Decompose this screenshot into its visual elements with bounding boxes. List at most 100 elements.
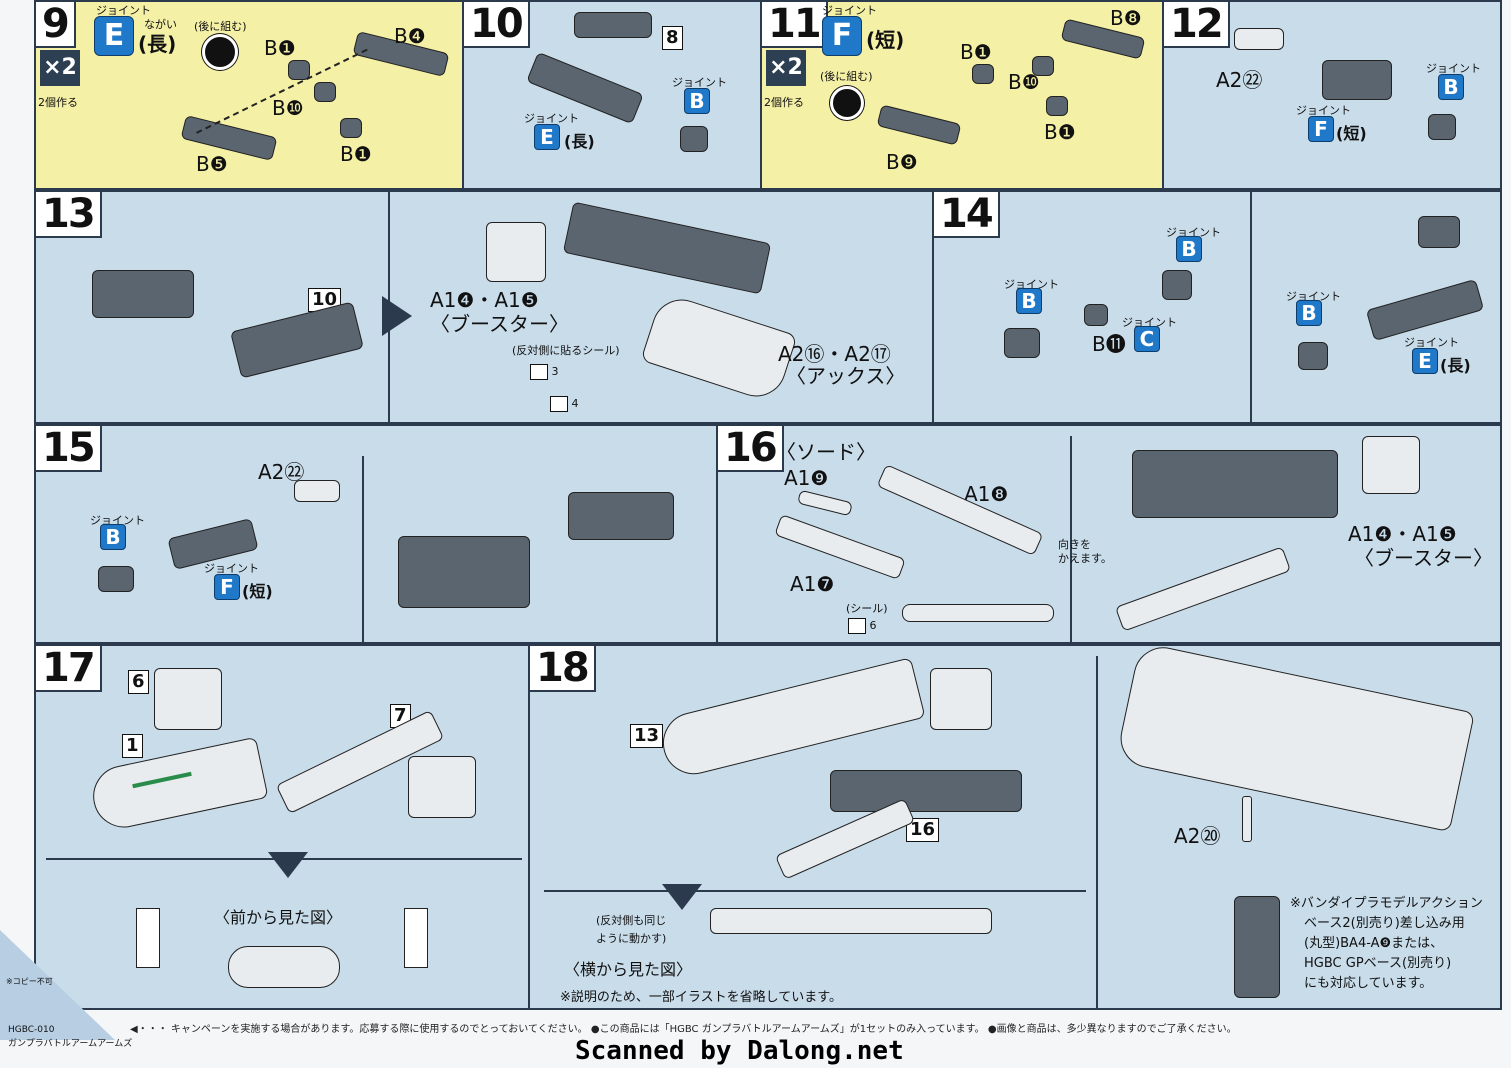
- part-label-b8: B❽: [1110, 6, 1142, 30]
- step-number: 16: [718, 426, 784, 472]
- joint-letter-b2: B: [1016, 288, 1042, 314]
- part-label-a17: A1❼: [790, 572, 835, 596]
- part-a222: [294, 480, 340, 502]
- step-number: 9: [36, 2, 76, 48]
- sword-label: 〈ソード〉: [776, 440, 876, 464]
- scanned-by: Scanned by Dalong.net: [575, 1036, 904, 1066]
- step-16-panel: 16 〈ソード〉 A1❾ A1❽ A1❼ (シール) 6 向きを かえます。 A…: [716, 424, 1502, 644]
- step-12-panel: 12 A2㉒ ジョイント B ジョイント F (短): [1162, 0, 1502, 190]
- part-label-b1: B❶: [960, 40, 992, 64]
- joint-letter-b3: B: [1296, 300, 1322, 326]
- side-view-label: 〈横から見た図〉: [564, 960, 693, 979]
- size-f: (短): [242, 582, 273, 601]
- contents-note: ●この商品には「HGBC ガンプラバトルアームアームズ」が1セットのみ入っていま…: [590, 1024, 985, 1035]
- part-b9: [876, 104, 962, 146]
- part-label-a220: A2⑳: [1174, 824, 1221, 848]
- step-15-panel: 15 A2㉒ ジョイント B ジョイント F (短): [34, 424, 718, 644]
- part-a18: [876, 464, 1044, 556]
- size-e: (長): [564, 132, 595, 151]
- joint-letter-f: F: [1308, 116, 1334, 142]
- part-booster-6: [154, 668, 222, 730]
- base-note-1: ※バンダイプラモデルアクション: [1290, 896, 1483, 911]
- part-fighter-13: [656, 657, 926, 781]
- part-b11: [1084, 304, 1108, 326]
- arrow-down-icon: [268, 852, 308, 878]
- step-number: 13: [36, 192, 102, 238]
- joint-letter-e: E: [1412, 348, 1438, 374]
- panel-divider: [1096, 656, 1098, 1008]
- part-arm-e: [1365, 278, 1485, 342]
- multiplier-badge: ×2: [40, 50, 80, 86]
- joint-label-1: ジョイント: [1166, 226, 1221, 239]
- part-full-assembly: [1115, 646, 1475, 833]
- booster-label: 〈ブースター〉: [430, 312, 569, 336]
- part-front-body: [228, 946, 340, 988]
- part-arm-10: [230, 301, 364, 379]
- part-joint-b1: [1162, 270, 1192, 300]
- part-label-b11: B⓫: [1092, 332, 1126, 356]
- multiplier-badge: ×2: [766, 50, 806, 86]
- part-label-b10: B❿: [1008, 70, 1040, 94]
- part-arm-assembly: [398, 536, 530, 608]
- arrow-down-icon: [662, 884, 702, 910]
- joint-letter-b: B: [100, 524, 126, 550]
- joint-label-f: ジョイント: [1296, 104, 1351, 117]
- part-side-view: [710, 908, 992, 934]
- part-label-a222: A2㉒: [1216, 68, 1263, 92]
- base-note-3: (丸型)BA4-A❾または、: [1304, 936, 1444, 951]
- turn-note-1: 向きを: [1058, 538, 1091, 551]
- part-label-b10: B❿: [272, 96, 304, 120]
- product-name: ガンプラバトルアームアームズ: [8, 1039, 133, 1049]
- axe-parts: A2⑯・A2⑰: [778, 342, 891, 366]
- sticker-note: (反対側に貼るシール): [512, 344, 620, 357]
- step-number: 11: [762, 2, 828, 48]
- part-booster: [486, 222, 546, 282]
- side-note-1: (反対側も同じ: [596, 914, 667, 927]
- part-b1-b: [1046, 96, 1068, 116]
- part-a17: [774, 514, 906, 580]
- step-17-panel: 17 6 1 7 〈前から見た図〉: [34, 644, 530, 1010]
- joint-label-b: ジョイント: [1426, 62, 1481, 75]
- joint-letter: E: [94, 16, 134, 56]
- step-number: 18: [530, 646, 596, 692]
- thruster-left-icon: [136, 908, 160, 968]
- turn-note-2: かえます。: [1058, 552, 1112, 565]
- axe-label: 〈アックス〉: [786, 364, 906, 388]
- part-booster-7: [408, 756, 476, 818]
- part-joint-b: [98, 566, 134, 592]
- part-joint-assembly: [92, 270, 194, 318]
- joint-letter-b1: B: [1176, 236, 1202, 262]
- part-a222: [1234, 28, 1284, 50]
- ref-number-1: 1: [122, 734, 143, 758]
- joint-label-4: ジョイント: [1286, 290, 1341, 303]
- side-note-2: ように動かす): [596, 932, 667, 945]
- base-note-5: にも対応しています。: [1304, 976, 1433, 991]
- front-view-label: 〈前から見た図〉: [214, 908, 343, 927]
- step-13-panel: 13 10 A1❹・A1❺ 〈ブースター〉 A2⑯・A2⑰ 〈アックス〉 (反対…: [34, 190, 934, 424]
- part-seal: [902, 604, 1054, 622]
- joint-label-b: ジョイント: [672, 76, 727, 89]
- part-joint-b3: [1298, 342, 1328, 370]
- step-number: 10: [464, 2, 530, 48]
- part-label-b1: B❶: [264, 36, 296, 60]
- omit-note: ※説明のため、一部イラストを省略しています。: [560, 990, 842, 1005]
- footer-notes: ◀・・・ キャンペーンを実施する場合があります。応募する際に使用するのでとってお…: [130, 1020, 1237, 1035]
- part-arm-assembly: [1132, 450, 1338, 518]
- later-note: (後に組む): [820, 70, 873, 83]
- size-label: (長): [138, 32, 177, 56]
- joint-label: ジョイント: [96, 4, 151, 17]
- part-action-base: [1234, 896, 1280, 998]
- size-ruby: ながい: [144, 18, 177, 31]
- make-count: 2個作る: [764, 96, 804, 109]
- part-axe: [640, 291, 798, 405]
- sticker-icon: [530, 364, 548, 380]
- step-number: 17: [36, 646, 102, 692]
- image-note: ●画像と商品は、多少異なりますのでご了承ください。: [987, 1024, 1237, 1035]
- part-arm-16: [830, 770, 1022, 812]
- booster-parts: A1❹・A1❺: [1348, 522, 1457, 546]
- joint-label-e: ジョイント: [524, 112, 579, 125]
- step-9-panel: 9 ×2 2個作る ジョイント E ながい (長) (後に組む) B❶ B❹ B…: [34, 0, 464, 190]
- part-joint-b: [680, 126, 708, 152]
- product-code: HGBC-010: [8, 1025, 55, 1035]
- joint-letter-e: E: [534, 124, 560, 150]
